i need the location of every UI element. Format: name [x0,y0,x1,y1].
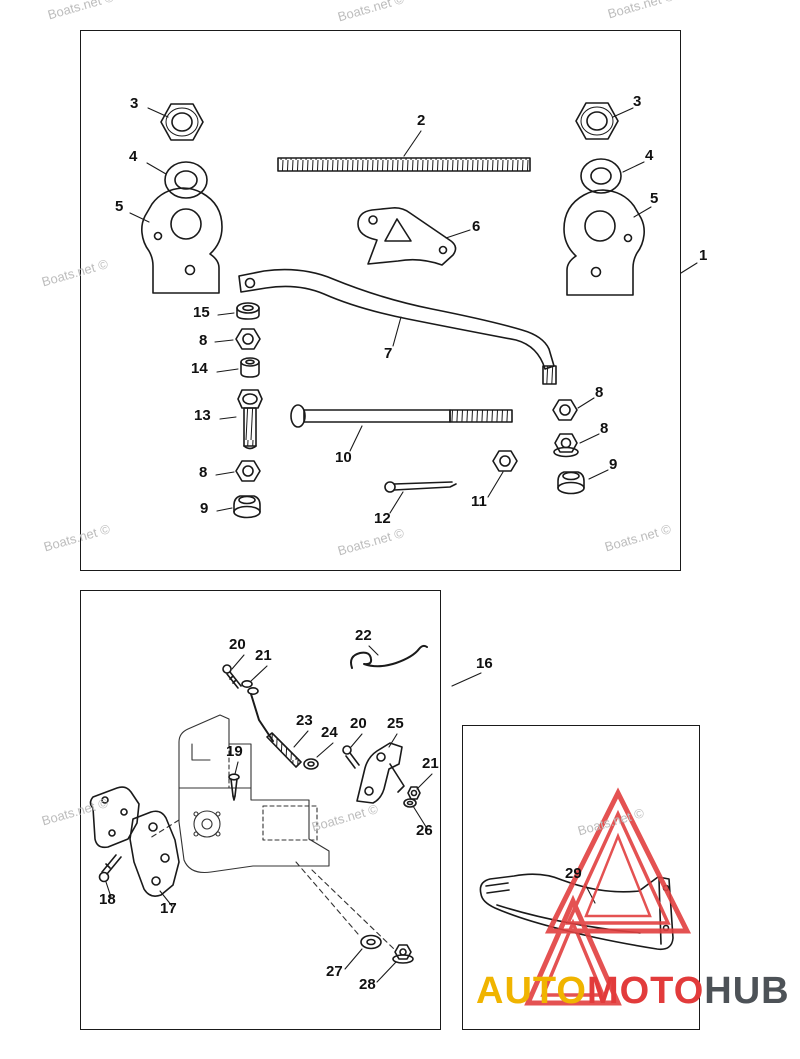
logo-text-auto: AUTO [476,970,587,1012]
part-8-flange-nut-right [553,433,579,458]
callout-9-right: 9 [609,456,618,473]
callout-3-left: 3 [130,95,139,112]
logo-text-hub: HUB [704,970,790,1012]
linkage-assembly-panel [80,590,441,1030]
callout-17: 17 [160,900,177,917]
part-26-washer [403,798,417,808]
part-6-bracket [357,207,457,266]
engine-block-outline [149,714,395,950]
callout-21-a: 21 [255,647,272,664]
part-23-threaded-rod [266,732,302,768]
callout-4-right: 4 [645,147,654,164]
part-21-nut-lower [407,786,421,800]
callout-1: 1 [699,247,708,264]
callout-8-d: 8 [199,464,208,481]
leader-lines-panel2 [105,645,482,983]
part-20-screw-lower [342,745,360,769]
callout-12: 12 [374,510,391,527]
callout-20-a: 20 [229,636,246,653]
callout-20-b: 20 [350,715,367,732]
callout-7: 7 [384,345,393,362]
part-4-washer-left [164,161,208,199]
part-8-nut-left-upper [235,328,261,350]
callout-11: 11 [471,493,487,510]
part-19-screw [228,773,240,801]
part-11-nut [492,450,518,472]
callout-5-left: 5 [115,198,124,215]
part-12-cotter-pin [384,481,457,493]
part-27-grommet [360,934,382,950]
callout-8-c: 8 [600,420,609,437]
callout-22: 22 [355,627,372,644]
part-28-flange-nut [392,944,414,964]
callout-24: 24 [321,724,338,741]
automotohub-logo-triangles [524,787,692,1006]
callout-28: 28 [359,976,376,993]
part-18-screw [98,854,122,883]
part-8-nut-left-lower [235,460,261,482]
callout-16: 16 [476,655,493,672]
part-17-bracket [89,786,180,897]
callout-5-right: 5 [650,190,659,207]
part-15-bushing [236,302,260,320]
callout-4-left: 4 [129,148,138,165]
logo-text-moto: MOTO [586,970,705,1012]
part-13-bolt [237,389,263,450]
leader-lines-panel1 [129,107,698,514]
callout-26: 26 [416,822,433,839]
part-21-washers-upper [241,679,274,742]
part-3-nut-left [160,103,204,141]
callout-19: 19 [226,743,243,760]
callout-2: 2 [417,112,426,129]
part-22-spring-link [350,644,428,669]
part-24-grommet [303,758,319,770]
callout-13: 13 [194,407,211,424]
callout-8-b: 8 [595,384,604,401]
part-8-nut-right-upper [552,399,578,421]
callout-27: 27 [326,963,343,980]
callout-23: 23 [296,712,313,729]
automotohub-logo: AUTOMOTOHUB [476,972,790,1010]
part-5-bracket-left [141,187,223,294]
callout-10: 10 [335,449,352,466]
part-25-bracket [356,742,405,804]
callout-29: 29 [565,865,582,882]
callout-21-b: 21 [422,755,439,772]
part-4-washer-right [580,158,622,194]
part-7-lever [238,268,557,385]
part-14-spacer [240,357,260,378]
part-2-threaded-rod [277,157,531,172]
callout-18: 18 [99,891,116,908]
callout-15: 15 [193,304,210,321]
part-10-long-bolt [290,404,513,428]
part-20-screw-upper [222,664,242,689]
callout-6: 6 [472,218,481,235]
part-5-bracket-right [563,189,645,296]
callout-14: 14 [191,360,208,377]
callout-9-left: 9 [200,500,209,517]
part-3-nut-right [575,102,619,140]
callout-3-right: 3 [633,93,642,110]
callout-8-a: 8 [199,332,208,349]
part-9-locknut-left [233,495,261,519]
part-9-locknut-right [557,471,585,495]
callout-25: 25 [387,715,404,732]
